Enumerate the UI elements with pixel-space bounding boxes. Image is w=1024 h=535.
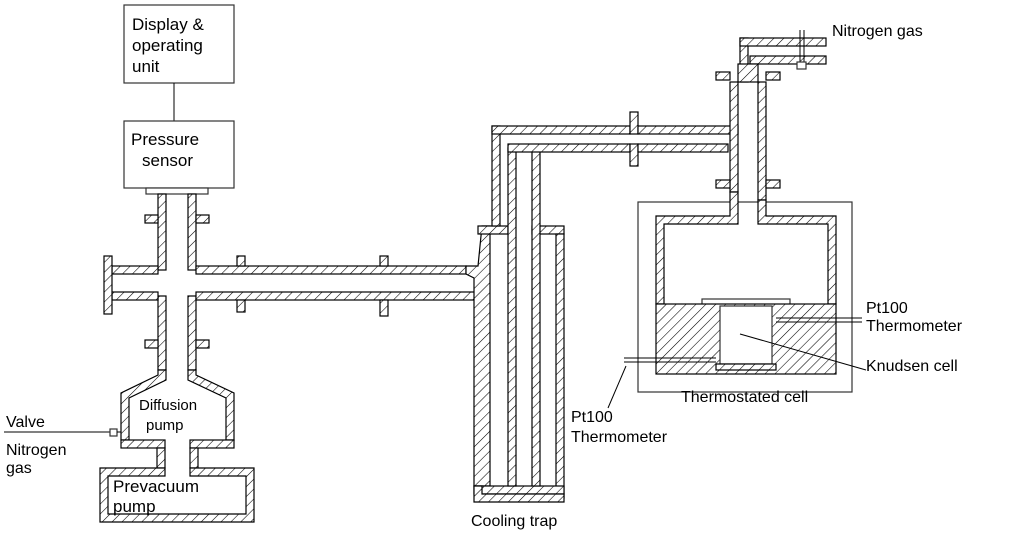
display-unit-label-line3: unit (132, 57, 160, 76)
upper-connecting-pipes (491, 111, 739, 227)
thermostated-cell-label: Thermostated cell (681, 389, 808, 406)
display-unit-label-line2: operating (132, 36, 203, 55)
nitrogen-gas-left-label-line1: Nitrogen (6, 442, 66, 459)
display-operating-unit: Display & operating unit (123, 4, 235, 84)
valve-icon (109, 428, 118, 437)
diffusion-pump-label-line2: pump (146, 417, 184, 434)
cooling-trap-label: Cooling trap (471, 513, 557, 530)
pt100-left-label-line2: Thermometer (571, 429, 668, 446)
prevacuum-pump-label-line1: Prevacuum (113, 477, 199, 496)
nitrogen-gas-top-label: Nitrogen gas (832, 23, 923, 40)
main-horizontal-pipe (195, 255, 479, 317)
pt100-right-label-line2: Thermometer (866, 318, 963, 335)
valve-assembly: Valve Nitrogen gas (4, 414, 121, 477)
cooling-trap: Cooling trap (465, 147, 565, 530)
pt100-right-label-line1: Pt100 (866, 300, 908, 317)
nitrogen-valve-icon (796, 61, 807, 70)
pressure-sensor-label-line1: Pressure (131, 130, 199, 149)
vertical-pipe-column (144, 193, 210, 371)
thermostated-cell: Thermostated cell (637, 191, 853, 406)
display-unit-label-line1: Display & (132, 15, 204, 34)
cell-feed-pipes: Nitrogen gas (715, 23, 923, 201)
pt100-left-label-line1: Pt100 (571, 409, 613, 426)
diffusion-pump-label-line1: Diffusion (139, 397, 197, 414)
knudsen-cell (719, 305, 773, 365)
pressure-sensor: Pressure sensor (123, 120, 235, 195)
diffusion-pump: Diffusion pump (120, 369, 235, 469)
pressure-sensor-label-line2: sensor (142, 151, 193, 170)
nitrogen-gas-left-label-line2: gas (6, 460, 32, 477)
prevacuum-pump-label-line2: pump (113, 497, 156, 516)
left-side-port (103, 255, 159, 315)
prevacuum-pump: Prevacuum pump (99, 467, 255, 523)
valve-label: Valve (6, 414, 45, 431)
annotation-leaders (607, 317, 867, 409)
knudsen-cell-label: Knudsen cell (866, 358, 958, 375)
